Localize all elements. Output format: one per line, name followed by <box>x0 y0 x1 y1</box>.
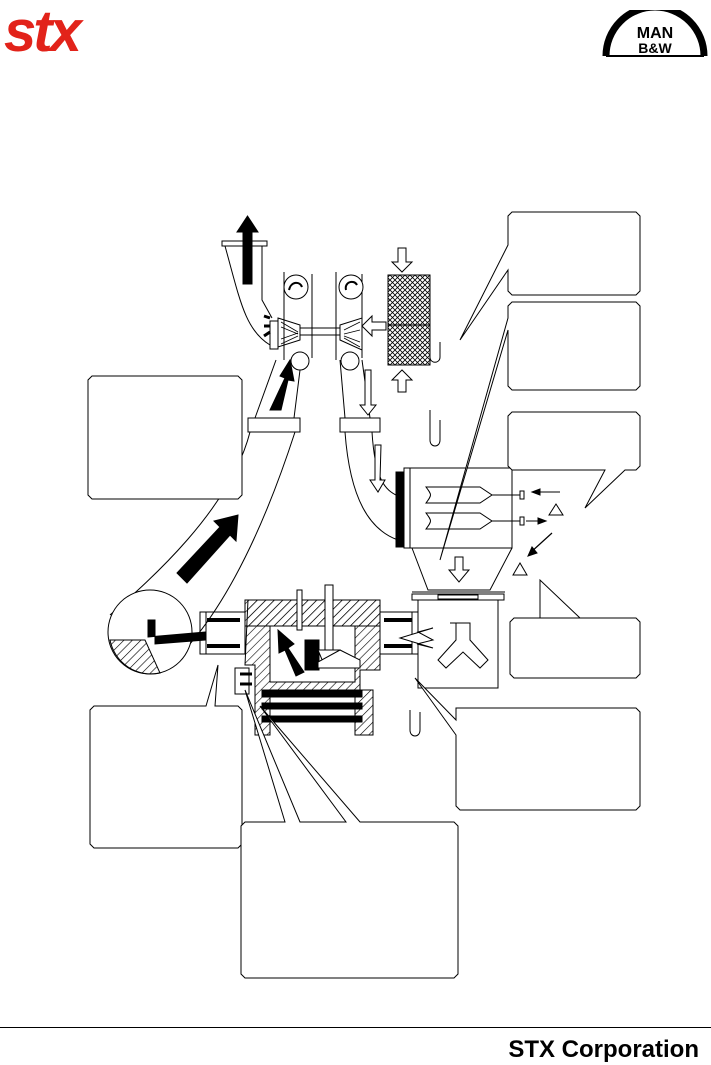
air-filter <box>361 247 441 393</box>
exhaust-flow-arrow-large <box>176 514 239 584</box>
water-mist-catcher <box>411 532 553 689</box>
callout-cooler <box>507 411 641 509</box>
man-logo-text: MAN <box>637 25 673 42</box>
footer-divider <box>0 1027 711 1028</box>
callout-water-separator <box>509 578 641 679</box>
callout-receiver <box>414 677 641 811</box>
bw-logo-text: B&W <box>638 40 672 56</box>
compressor-discharge-pipe <box>339 359 399 541</box>
stx-logo: stx <box>4 0 82 64</box>
callout-turbine-inlet <box>87 375 243 500</box>
turbocharger <box>263 272 364 371</box>
stx-logo-text: stx <box>4 0 82 64</box>
cylinder-exhaust-arrow <box>277 628 305 677</box>
scavenge-air-cooler <box>395 467 564 549</box>
callout-compressor <box>439 301 641 561</box>
exhaust-up-arrow <box>236 215 259 285</box>
callout-scavenge-port <box>240 689 459 979</box>
footer-company-name: STX Corporation <box>508 1036 699 1063</box>
callout-exhaust-valve <box>89 664 243 849</box>
drain-2 <box>409 710 421 737</box>
man-bw-logo: MAN B&W <box>602 10 708 57</box>
exhaust-duct-to-turbine <box>107 358 301 675</box>
engine-cylinder <box>244 584 381 736</box>
callout-filter <box>459 211 641 341</box>
drain-1 <box>429 410 441 447</box>
